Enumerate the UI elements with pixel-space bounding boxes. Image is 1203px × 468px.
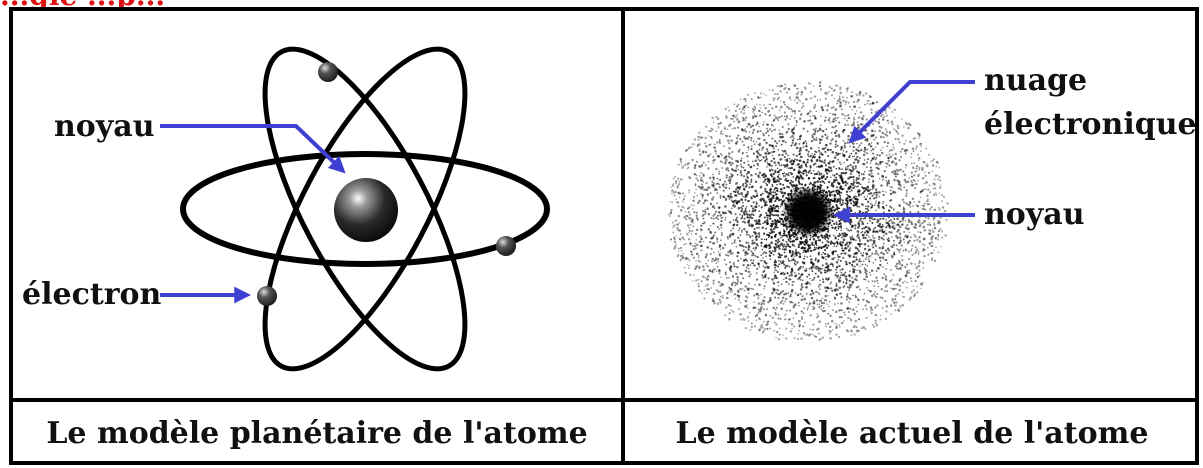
diagram-table	[9, 7, 1199, 465]
caption-current-model: Le modèle actuel de l'atome	[675, 416, 1149, 451]
label-electron: électron	[22, 277, 162, 312]
orbit-tilted-left	[262, 46, 468, 372]
planetary-atom	[180, 46, 550, 372]
orbit-tilted-right	[262, 46, 468, 372]
label-cloud-line1: nuage	[984, 63, 1088, 98]
row-divider	[9, 398, 1199, 402]
cloud-nucleus	[782, 186, 834, 238]
column-divider	[621, 7, 625, 465]
label-nucleus-current: noyau	[984, 197, 1085, 232]
electron-left	[257, 286, 277, 306]
arrow-to-nucleus	[160, 124, 346, 174]
arrow-to-cloud	[848, 80, 975, 144]
nucleus	[334, 178, 398, 242]
label-nucleus-planetary: noyau	[54, 109, 155, 144]
electron-right	[496, 236, 516, 256]
orbit-horizontal	[180, 151, 550, 267]
label-cloud-line2: électronique	[984, 107, 1197, 142]
caption-planetary-model: Le modèle planétaire de l'atome	[46, 416, 588, 451]
electron-top	[318, 62, 338, 82]
cropped-heading: ...gie ...p...	[0, 0, 165, 10]
